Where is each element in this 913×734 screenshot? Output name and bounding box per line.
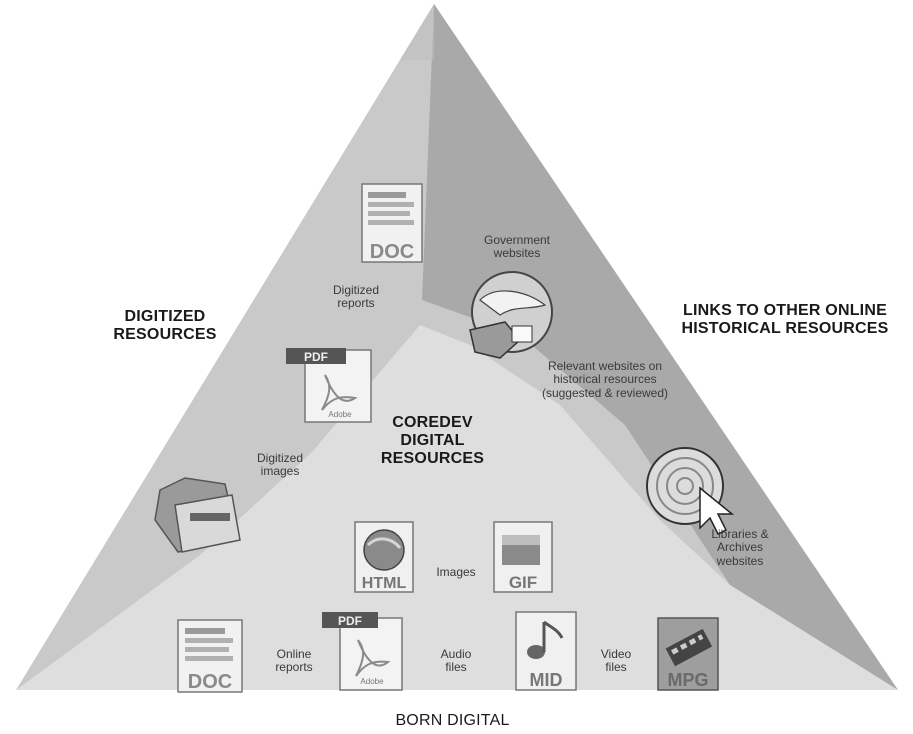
images-caption: Images [436, 565, 476, 579]
online-reports-caption: Online reports [275, 647, 313, 675]
apex-shade [400, 4, 434, 60]
video-files-caption: Video files [600, 647, 632, 675]
digitized-resources-label: DIGITIZED RESOURCES [113, 308, 217, 343]
doc-bottom-icon-label: DOC [188, 671, 232, 693]
pdf-file-icon-bottom: PDF Adobe [322, 612, 403, 691]
relevant-websites-caption: Relevant websites on historical resource… [541, 359, 669, 400]
libraries-archives-caption: Libraries & Archives websites [711, 527, 769, 568]
doc-file-icon: DOC [361, 183, 423, 263]
gif-icon-label: GIF [509, 573, 537, 592]
pdf-bottom-adobe-label: Adobe [360, 677, 384, 686]
government-websites-caption: Government websites [483, 233, 551, 261]
html-icon-label: HTML [362, 575, 407, 592]
folder-icon [154, 477, 241, 553]
pdf-file-icon: PDF Adobe [286, 348, 372, 423]
links-resources-label: LINKS TO OTHER ONLINE HISTORICAL RESOURC… [681, 302, 889, 337]
mpg-file-icon: MPG [657, 617, 719, 691]
pdf-icon-label: PDF [304, 350, 328, 364]
html-file-icon: HTML [354, 521, 414, 593]
mpg-icon-label: MPG [667, 670, 708, 690]
libraries-website-icon [646, 447, 735, 536]
digitized-images-caption: Digitized images [256, 451, 304, 479]
audio-files-caption: Audio files [440, 647, 472, 675]
pdf-bottom-icon-label: PDF [338, 614, 362, 628]
pdf-adobe-label: Adobe [328, 410, 352, 419]
mid-file-icon: MID [515, 611, 577, 691]
digitized-reports-caption: Digitized reports [332, 283, 380, 311]
born-digital-label: BORN DIGITAL [395, 712, 510, 729]
mid-icon-label: MID [530, 670, 563, 690]
born-digital-region [16, 325, 898, 690]
coredev-resources-label: COREDEV DIGITAL RESOURCES [380, 414, 485, 467]
doc-file-icon-bottom: DOC [177, 619, 243, 693]
government-website-icon [469, 271, 553, 359]
links-region [422, 4, 898, 690]
gif-file-icon: GIF [493, 521, 553, 593]
doc-icon-label: DOC [370, 241, 414, 263]
